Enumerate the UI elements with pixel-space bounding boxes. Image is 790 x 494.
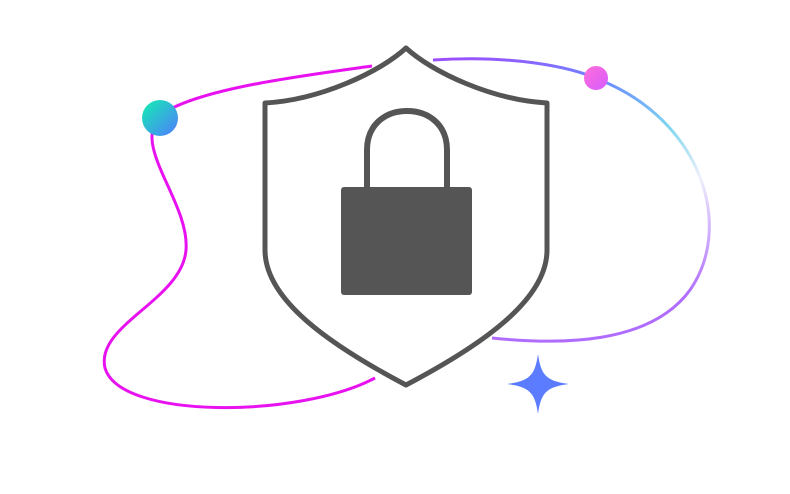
right-gradient-ball <box>584 66 608 90</box>
sparkle-star-icon <box>507 354 569 414</box>
left-decorative-curve <box>102 64 376 409</box>
padlock-shackle <box>364 107 450 188</box>
padlock-icon <box>341 107 472 295</box>
right-decorative-curve <box>432 57 711 343</box>
left-gradient-ball <box>142 100 178 136</box>
